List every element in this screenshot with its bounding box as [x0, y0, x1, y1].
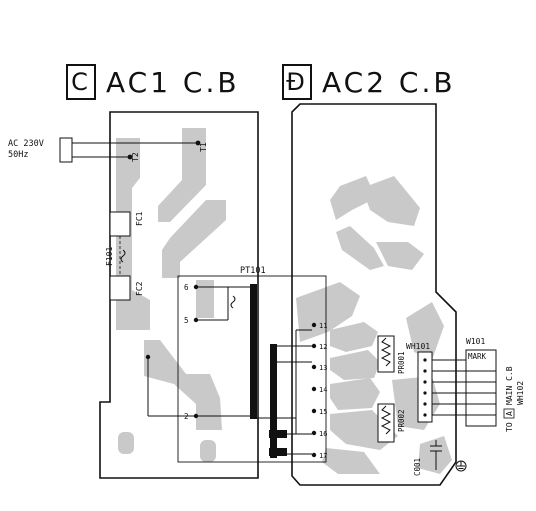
t1-pad [195, 140, 201, 146]
ac-input-wiring [59, 137, 198, 163]
ac1-board-outline [99, 111, 259, 479]
ac2-board-outline [291, 103, 457, 486]
ac1-title: AC1 C.B [106, 65, 240, 99]
pin-13-label: 13 [319, 364, 327, 372]
main-cb-label: MAIN C.B [505, 366, 514, 405]
f101-label: F101 [105, 247, 114, 266]
wh101-connector [417, 351, 433, 423]
ground-icon [455, 460, 467, 472]
w101-cable [432, 349, 497, 427]
ac2-pins [311, 322, 317, 458]
t2-pad [127, 154, 133, 160]
main-box-letter: A [505, 411, 514, 416]
fuse-icon [120, 249, 126, 263]
ac-input-label-1: AC 230V [8, 139, 44, 149]
ac2-header: Đ AC2 C.B [282, 62, 456, 102]
t1-label: T1 [199, 142, 208, 152]
w101-label: W101 [466, 337, 485, 346]
pr001-component [377, 335, 395, 373]
pr002-component [377, 403, 395, 443]
pr002-label: PR002 [397, 409, 406, 432]
secondary-tap-b [269, 448, 287, 456]
ac1-traces [116, 128, 226, 462]
ac1-header: C AC1 C.B [66, 62, 240, 102]
c001-label: C001 [413, 458, 422, 476]
pin-15-label: 15 [319, 408, 327, 416]
pt101-label: PT101 [240, 266, 266, 276]
fuse-holders [109, 211, 131, 301]
wh101-pins [423, 358, 427, 417]
main-box-frame [503, 408, 515, 419]
wh102-label: WH102 [516, 381, 525, 405]
secondary-wiring [257, 329, 312, 455]
transformer-core-left [250, 284, 257, 419]
ac2-box-letter: Đ [282, 64, 312, 100]
ac2-title: AC2 C.B [322, 65, 456, 99]
pin-5-label: 5 [184, 316, 189, 325]
fc1-label: FC1 [135, 211, 144, 226]
pin-17-label: 17 [319, 452, 327, 460]
transformer-core-right [270, 344, 277, 458]
pin-14-label: 14 [319, 386, 327, 394]
fc2-label: FC2 [135, 281, 144, 296]
wh101-label: WH101 [406, 342, 430, 351]
destination-label: TO A MAIN C.B WH102 [503, 366, 525, 432]
pin-11-label: 11 [319, 322, 327, 330]
to-label: TO [505, 422, 514, 432]
ac2-traces [296, 176, 452, 474]
pr001-label: PR001 [397, 351, 406, 374]
secondary-tap-a [269, 430, 287, 438]
pin-12-label: 12 [319, 343, 327, 351]
pt101-frame [177, 275, 327, 463]
pin-6-label: 6 [184, 283, 189, 292]
primary-wiring [147, 286, 250, 417]
ac1-box-letter: C [66, 64, 96, 100]
c001-component [430, 440, 442, 470]
pin-16-label: 16 [319, 430, 327, 438]
t2-label: T2 [131, 152, 140, 162]
ac-input-label-2: 50Hz [8, 150, 28, 160]
mark-label: MARK [468, 352, 487, 361]
